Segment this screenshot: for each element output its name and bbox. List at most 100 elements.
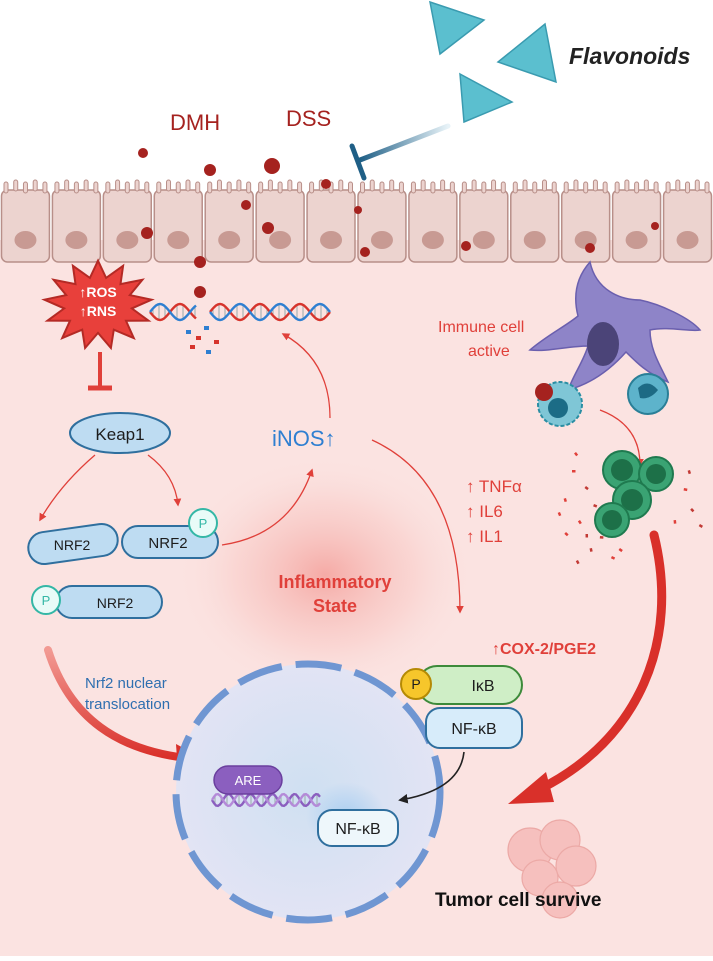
epithelial-nucleus	[523, 231, 546, 249]
inflammatory-glow	[175, 455, 475, 695]
microvillus	[226, 181, 232, 194]
dna-fragment	[214, 340, 219, 344]
keap1-protein	[69, 412, 171, 454]
cytokine-to-tumor-arrow	[533, 530, 667, 795]
microvillus	[195, 181, 201, 194]
microvillus	[541, 179, 547, 192]
droplet	[204, 164, 216, 176]
flavonoid-triangle-3	[459, 72, 514, 124]
microvillus	[175, 181, 181, 194]
cytokine-particle	[564, 532, 569, 537]
microvillus	[124, 181, 130, 194]
cytokine-particle	[599, 536, 604, 539]
microvillus	[634, 181, 640, 194]
droplet	[194, 286, 206, 298]
microvillus	[115, 179, 121, 192]
microvillus	[653, 181, 659, 194]
epithelial-cell	[459, 189, 509, 263]
are-protein	[213, 765, 283, 795]
nfkb-translocation-arrow	[398, 751, 465, 804]
dss-label: DSS	[286, 106, 331, 131]
macrophage-cell	[627, 373, 669, 415]
microvillus	[134, 179, 140, 192]
epithelial-cell	[408, 189, 458, 263]
are-dna-helix	[210, 792, 321, 808]
inflammatory-state-line2: State	[313, 596, 357, 616]
microvillus	[573, 179, 579, 192]
microvillus	[481, 181, 487, 194]
microvillus	[614, 181, 620, 194]
cytokine-particle	[585, 534, 589, 538]
droplet	[262, 222, 274, 234]
microvillus	[42, 181, 48, 194]
cytokine-particle	[574, 451, 579, 457]
droplet	[264, 158, 280, 174]
cytokine-particle	[577, 519, 582, 525]
flavonoids-label: Flavonoids	[569, 43, 690, 69]
immune-cell-line2: active	[468, 343, 510, 360]
microvillus	[105, 181, 111, 194]
microvillus	[144, 181, 150, 194]
cytokine-particles	[557, 451, 704, 565]
phospho-label-b: P	[199, 516, 208, 531]
microvillus	[389, 179, 395, 192]
dmh-label: DMH	[170, 110, 220, 135]
epithelial-nucleus	[14, 231, 37, 249]
nrf2-translocation-line2: translocation	[85, 696, 170, 713]
droplet	[138, 148, 148, 158]
microvillus	[430, 181, 436, 194]
immune-to-cytokine-arrow	[599, 409, 644, 467]
droplet	[354, 206, 362, 214]
nfkb-nuclear-label: NF-κB	[335, 821, 380, 838]
ikb-label: IκB	[471, 678, 494, 695]
microvillus	[369, 179, 375, 192]
epithelial-nucleus	[676, 231, 699, 249]
microvillus	[675, 179, 681, 192]
microvillus	[643, 179, 649, 192]
microvillus	[461, 181, 467, 194]
nfkb-nuclear-protein	[317, 809, 399, 847]
droplet	[360, 247, 370, 257]
microvillus	[207, 181, 213, 194]
droplet	[141, 227, 153, 239]
phospho-label-c: P	[42, 593, 51, 608]
microvillus	[420, 179, 426, 192]
microvillus	[440, 179, 446, 192]
immune-cell-line1: Immune cell	[438, 319, 524, 336]
ikb-phospho-label: P	[411, 676, 420, 692]
droplet	[651, 222, 659, 230]
microvillus	[166, 179, 172, 192]
cytokine-particle	[563, 498, 567, 503]
dna-fragment	[196, 336, 201, 340]
epithelial-cell-layer	[0, 179, 713, 263]
ros-label: ↑ROS	[79, 284, 116, 300]
microvillus	[563, 181, 569, 194]
nrf2-translocation-line1: Nrf2 nuclear	[85, 675, 167, 692]
microvillus	[551, 181, 557, 194]
cytokine-particle	[557, 512, 562, 517]
microvillus	[338, 179, 344, 192]
dna-strand	[149, 302, 331, 322]
microvillus	[258, 181, 264, 194]
tumor-cell-survive-label: Tumor cell survive	[435, 890, 602, 911]
il6-label: ↑ IL6	[466, 502, 503, 521]
nfkb-cyto-protein	[425, 707, 523, 749]
inos-label: iNOS↑	[272, 426, 336, 451]
nrf2-translocation-arrow	[44, 646, 190, 762]
inos-to-ikb-arrow	[371, 439, 464, 614]
cytokine-particle	[572, 470, 576, 473]
nrf2-label-a: NRF2	[54, 537, 91, 553]
epithelial-cell	[510, 189, 560, 263]
microvillus	[602, 181, 608, 194]
microvillus	[491, 179, 497, 192]
microvillus	[73, 181, 79, 194]
microvillus	[93, 181, 99, 194]
activated-immune-cell	[535, 381, 583, 427]
dna-strand	[210, 792, 321, 808]
nfkb-cyto-label: NF-κB	[451, 721, 496, 738]
microvillus	[287, 179, 293, 192]
microvillus	[512, 181, 518, 194]
nrf2-protein-a: NRF2	[27, 522, 119, 566]
